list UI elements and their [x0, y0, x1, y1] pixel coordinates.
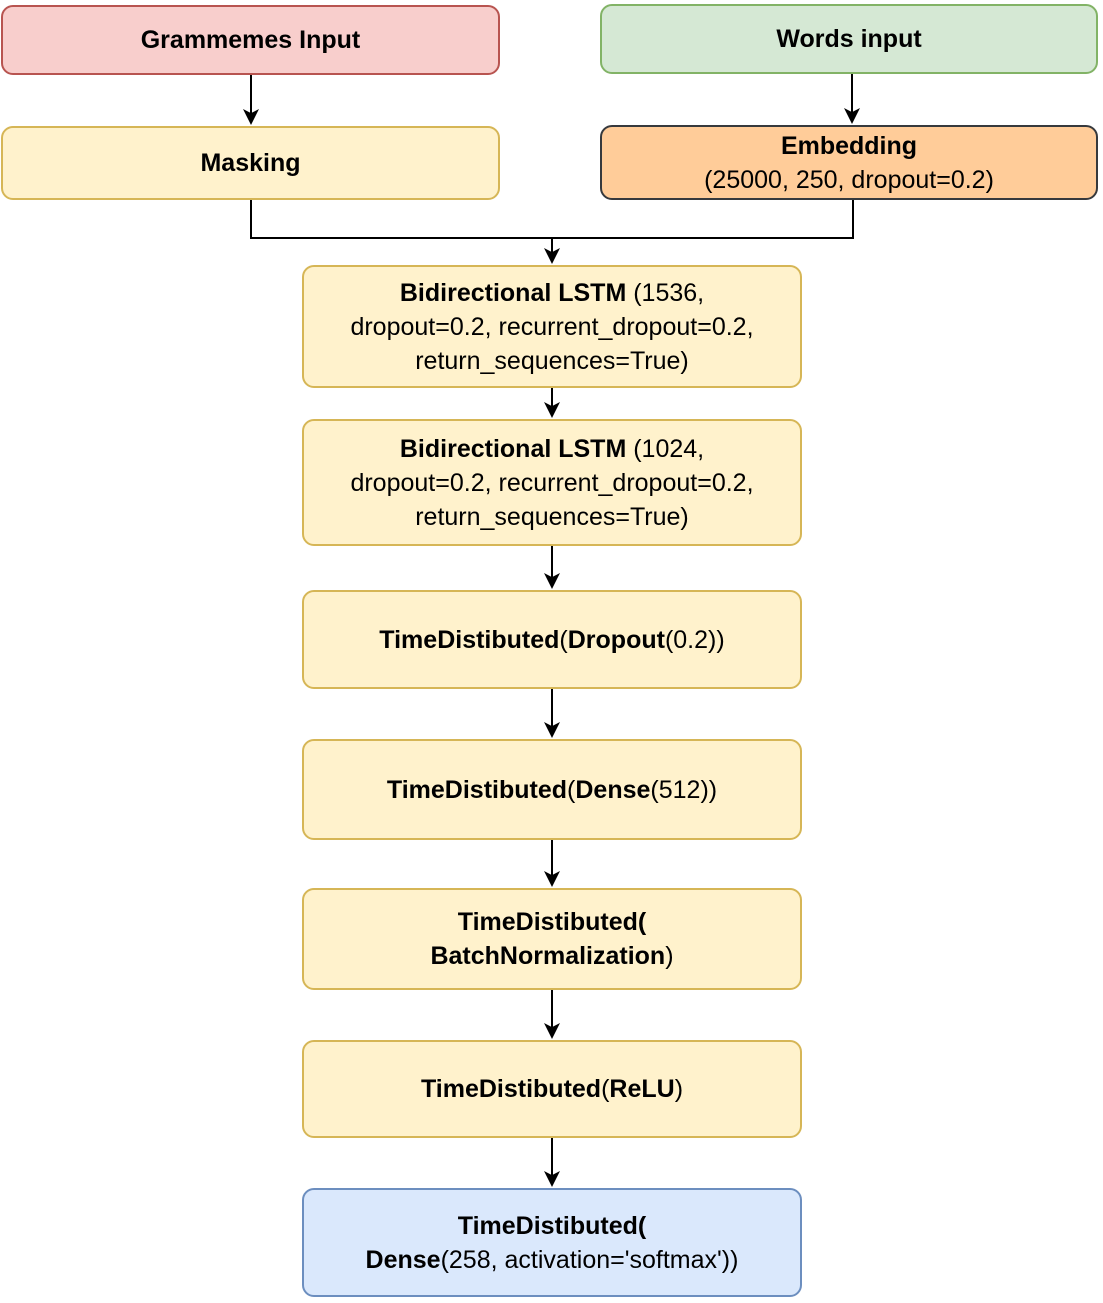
arrow-lstm1024-to-dropout [544, 546, 560, 589]
node-masking: Masking [1, 126, 500, 200]
arrow-words-to-embedding [844, 74, 860, 124]
arrow-dropout-to-dense512 [544, 689, 560, 738]
node-timedistributed-dropout: TimeDistibuted(Dropout(0.2)) [302, 590, 802, 689]
node-timedistributed-batchnormalization: TimeDistibuted(BatchNormalization) [302, 888, 802, 990]
arrow-relu-to-softmax [544, 1138, 560, 1187]
connector-masking-merge-vertical [250, 200, 252, 238]
node-timedistributed-dense-512: TimeDistibuted(Dense(512)) [302, 739, 802, 840]
connector-embedding-merge-vertical [852, 200, 854, 238]
arrow-batchnorm-to-relu [544, 990, 560, 1039]
arrow-lstm1536-to-lstm1024 [544, 388, 560, 418]
arrow-grammemes-to-masking [243, 75, 259, 125]
arrow-dense512-to-batchnorm [544, 840, 560, 887]
node-words-input: Words input [600, 4, 1098, 74]
arrow-merge-to-lstm1536 [544, 238, 560, 264]
node-timedistributed-dense-softmax: TimeDistibuted(Dense(258, activation='so… [302, 1188, 802, 1297]
node-grammemes-input: Grammemes Input [1, 5, 500, 75]
node-bidirectional-lstm-1536: Bidirectional LSTM (1536,dropout=0.2, re… [302, 265, 802, 388]
node-bidirectional-lstm-1024: Bidirectional LSTM (1024,dropout=0.2, re… [302, 419, 802, 546]
node-embedding: Embedding(25000, 250, dropout=0.2) [600, 125, 1098, 200]
node-timedistributed-relu: TimeDistibuted(ReLU) [302, 1040, 802, 1138]
